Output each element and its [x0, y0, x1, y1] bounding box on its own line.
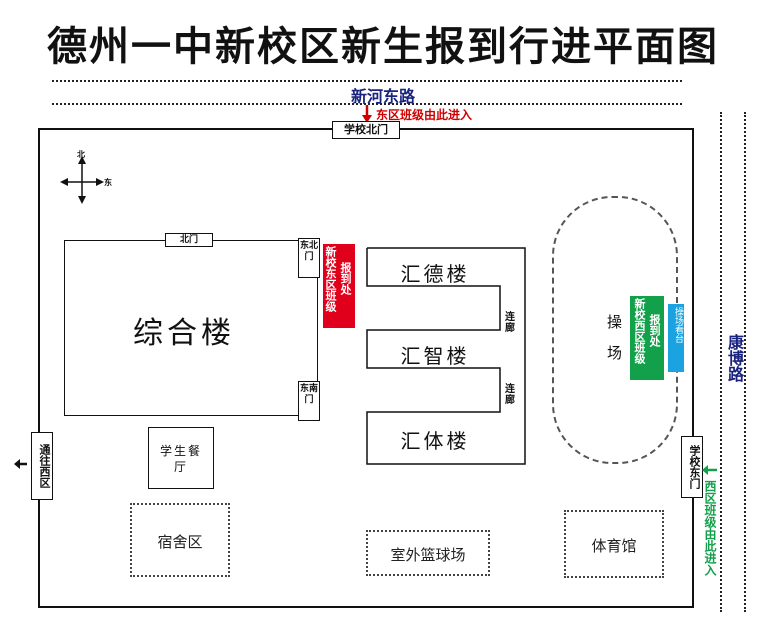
outdoor-basketball-court: 室外篮球场	[366, 530, 490, 576]
gymnasium: 体育馆	[564, 510, 664, 578]
arrow-left-icon	[14, 459, 27, 469]
road-edge-bottom	[52, 103, 682, 105]
compass-arrows-icon	[60, 156, 104, 204]
corridor-1: 连廊	[505, 312, 515, 334]
road-edge-top	[52, 80, 682, 82]
student-canteen	[148, 427, 214, 489]
west-exit-gate: 通往西区	[31, 432, 53, 500]
west-campus-sign-label: 新校西区班级	[633, 298, 646, 364]
huizhi-building: 汇智楼	[400, 344, 470, 368]
map-title: 德州一中新校区新生报到行进平面图	[47, 24, 719, 70]
arrow-left-icon	[702, 465, 717, 475]
complex-north-door: 北门	[165, 233, 213, 247]
complex-east-north-door: 东北门	[298, 238, 320, 278]
east-report-sign	[323, 244, 355, 328]
dorm-area: 宿舍区	[130, 503, 230, 577]
west-entry-label: 西区班级由此进入	[703, 480, 717, 576]
arrow-down-icon	[362, 105, 372, 123]
west-report-sign	[630, 296, 664, 380]
playground-label: 操场	[605, 314, 623, 376]
road-label-north: 新河东路	[350, 87, 415, 106]
huide-building: 汇德楼	[400, 262, 470, 286]
road-east-edge-right	[744, 112, 746, 612]
road-label-east: 康博路	[725, 334, 744, 382]
playground-stand: 操场看台	[668, 304, 684, 372]
huiti-building: 汇体楼	[400, 429, 470, 453]
road-east-edge-left	[720, 112, 722, 612]
east-gate: 学校东门	[681, 436, 703, 498]
complex-east-south-door: 东南门	[298, 381, 320, 421]
east-entry-label: 东区班级由此进入	[376, 108, 473, 122]
comprehensive-building-label: 综合楼	[133, 316, 235, 351]
comprehensive-building	[64, 240, 318, 416]
compass-north-label: 北	[77, 150, 85, 159]
compass-east-label: 东	[104, 178, 112, 187]
corridor-2: 连廊	[505, 384, 515, 406]
student-canteen-label: 学生餐厅	[159, 444, 202, 474]
teaching-building-outline	[366, 247, 526, 465]
east-campus-sign-label: 新校东区班级	[324, 246, 337, 312]
east-report-label: 报到处	[339, 262, 352, 295]
west-report-label: 报到处	[648, 314, 661, 347]
north-gate: 学校北门	[332, 121, 400, 139]
